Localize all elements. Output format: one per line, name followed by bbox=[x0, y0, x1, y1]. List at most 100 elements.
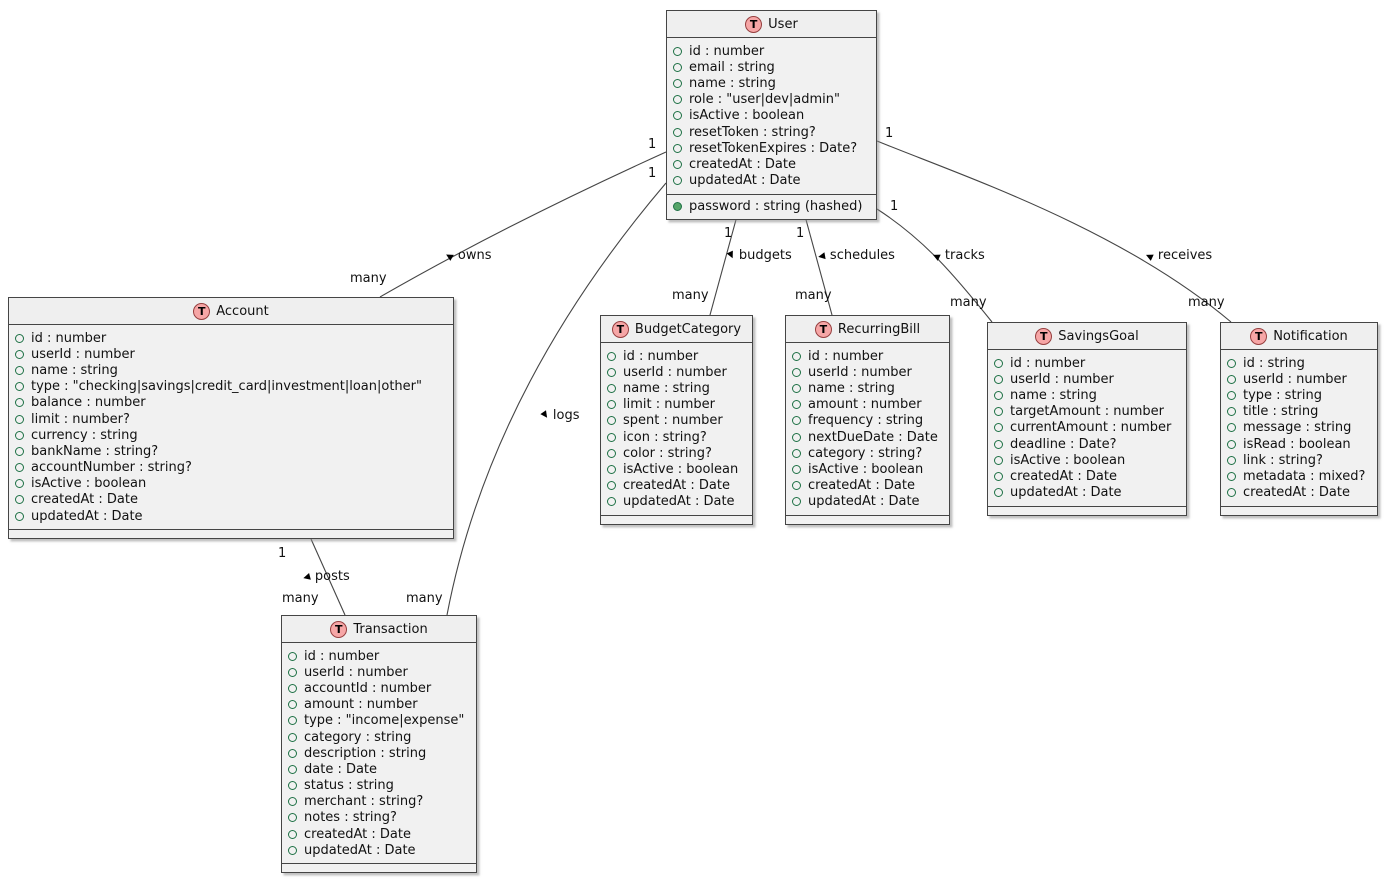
field-circle-icon bbox=[994, 471, 1003, 481]
field-text: id : number bbox=[623, 348, 699, 364]
edge-name: posts bbox=[314, 569, 350, 584]
field-circle-icon bbox=[15, 349, 24, 359]
field-circle-icon bbox=[288, 667, 297, 677]
field-circle-icon bbox=[1227, 358, 1236, 368]
field-text: updatedAt : Date bbox=[304, 842, 416, 858]
field-circle-icon bbox=[607, 383, 616, 393]
field-text: icon : string? bbox=[623, 429, 707, 445]
field-circle-icon bbox=[1227, 439, 1236, 449]
field-circle-icon bbox=[607, 416, 616, 426]
field-row: type : "income|expense" bbox=[288, 713, 470, 729]
entity-title: RecurringBill bbox=[837, 321, 921, 337]
field-circle-icon bbox=[994, 439, 1003, 449]
field-row: userId : number bbox=[288, 664, 470, 680]
field-row: id : number bbox=[288, 648, 470, 664]
field-row: createdAt : Date bbox=[607, 478, 746, 494]
field-text: isActive : boolean bbox=[31, 476, 147, 492]
field-text: category : string bbox=[304, 729, 412, 745]
empty-compartment bbox=[601, 514, 752, 524]
field-row: updatedAt : Date bbox=[792, 494, 943, 510]
field-text: name : string bbox=[1010, 387, 1097, 403]
field-text: spent : number bbox=[623, 413, 723, 429]
field-circle-icon bbox=[15, 333, 24, 343]
field-text: userId : number bbox=[31, 346, 135, 362]
field-row: spent : number bbox=[607, 413, 746, 429]
field-row: title : string bbox=[1227, 404, 1371, 420]
table-stereotype-icon: T bbox=[814, 320, 832, 338]
field-text: name : string bbox=[689, 75, 776, 91]
field-row: id : string bbox=[1227, 355, 1371, 371]
field-row: isActive : boolean bbox=[15, 476, 447, 492]
field-text: email : string bbox=[689, 59, 775, 75]
direction-arrow-icon: ▶ bbox=[538, 409, 551, 421]
field-row: isRead : boolean bbox=[1227, 436, 1371, 452]
cardinality-tracks-user: 1 bbox=[890, 199, 899, 214]
field-row: resetTokenExpires : Date? bbox=[673, 140, 870, 156]
field-circle-icon bbox=[994, 407, 1003, 417]
direction-arrow-icon: ▶ bbox=[301, 571, 312, 583]
field-row: name : string bbox=[792, 380, 943, 396]
field-row: date : Date bbox=[288, 761, 470, 777]
field-text: userId : number bbox=[623, 364, 727, 380]
field-text: currency : string bbox=[31, 427, 138, 443]
field-row: accountNumber : string? bbox=[15, 460, 447, 476]
cardinality-owns-account: many bbox=[350, 271, 387, 286]
field-circle-icon bbox=[792, 481, 801, 491]
field-circle-icon bbox=[792, 400, 801, 410]
field-text: type : "checking|savings|credit_card|inv… bbox=[31, 379, 422, 395]
table-stereotype-icon: T bbox=[330, 620, 348, 638]
field-text: userId : number bbox=[1243, 371, 1347, 387]
field-text: createdAt : Date bbox=[304, 826, 411, 842]
cardinality-logs-user: 1 bbox=[648, 166, 657, 181]
field-row: name : string bbox=[15, 362, 447, 378]
field-row: frequency : string bbox=[792, 413, 943, 429]
field-text: createdAt : Date bbox=[31, 492, 138, 508]
cardinality-schedules-user: 1 bbox=[796, 226, 805, 241]
direction-arrow-icon: ▶ bbox=[443, 249, 455, 262]
field-row: isActive : boolean bbox=[792, 461, 943, 477]
field-circle-icon bbox=[792, 448, 801, 458]
field-text: amount : number bbox=[808, 397, 922, 413]
field-row: userId : number bbox=[792, 364, 943, 380]
field-text: metadata : mixed? bbox=[1243, 468, 1366, 484]
field-text: notes : string? bbox=[304, 810, 397, 826]
field-row: password : string (hashed) bbox=[673, 199, 870, 215]
field-row: currency : string bbox=[15, 427, 447, 443]
field-text: type : "income|expense" bbox=[304, 713, 465, 729]
field-text: updatedAt : Date bbox=[689, 173, 801, 189]
edge-label-posts: ▶ posts bbox=[301, 569, 350, 584]
field-row: updatedAt : Date bbox=[994, 485, 1180, 501]
field-row: targetAmount : number bbox=[994, 404, 1180, 420]
field-circle-icon bbox=[288, 651, 297, 661]
field-circle-icon bbox=[607, 448, 616, 458]
field-text: description : string bbox=[304, 745, 427, 761]
field-text: createdAt : Date bbox=[1010, 468, 1117, 484]
field-circle-icon bbox=[15, 495, 24, 505]
field-row: id : number bbox=[673, 43, 870, 59]
direction-arrow-icon: ▶ bbox=[1143, 249, 1155, 262]
field-text: updatedAt : Date bbox=[1010, 485, 1122, 501]
field-circle-icon bbox=[15, 479, 24, 489]
field-text: accountNumber : string? bbox=[31, 460, 192, 476]
field-text: amount : number bbox=[304, 697, 418, 713]
field-row: createdAt : Date bbox=[792, 478, 943, 494]
field-circle-icon bbox=[673, 78, 682, 88]
empty-compartment bbox=[282, 863, 476, 872]
direction-arrow-icon: ▶ bbox=[724, 250, 737, 261]
field-circle-icon bbox=[673, 176, 682, 186]
field-text: id : number bbox=[808, 348, 884, 364]
field-text: role : "user|dev|admin" bbox=[689, 92, 841, 108]
field-circle-icon bbox=[288, 797, 297, 807]
edge-label-owns: ▶ owns bbox=[443, 248, 492, 263]
field-row: description : string bbox=[288, 745, 470, 761]
entity-title: BudgetCategory bbox=[634, 321, 742, 337]
field-row: link : string? bbox=[1227, 452, 1371, 468]
cardinality-receives-notification: many bbox=[1188, 295, 1225, 310]
field-circle-icon bbox=[792, 367, 801, 377]
